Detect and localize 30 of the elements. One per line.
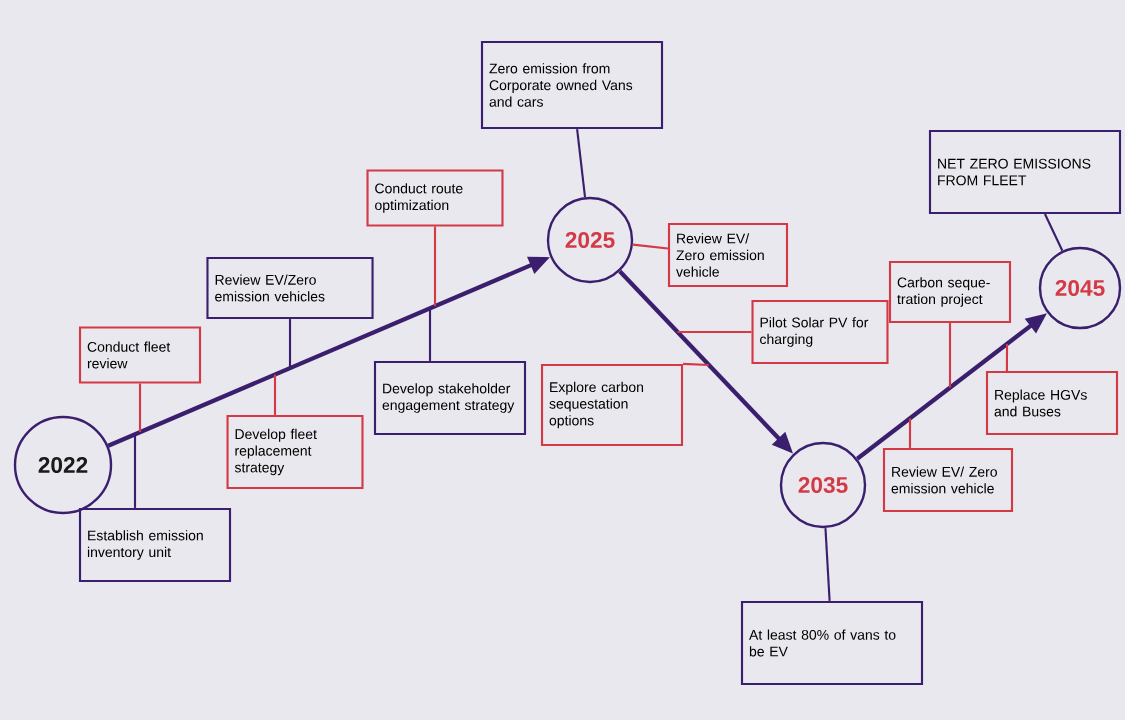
leader-line [908, 418, 912, 448]
goal-box: Zero emission from Corporate owned Vans and cars [480, 40, 664, 130]
action-box: Explore carbon sequestation options [540, 363, 684, 447]
leader-line [288, 319, 292, 369]
connector-line [576, 128, 587, 198]
action-box: Review EV/ Zero emission vehicle [882, 447, 1014, 513]
leader-line [273, 374, 277, 415]
action-box: Pilot Solar PV for charging [751, 299, 889, 365]
leader-line [948, 323, 952, 388]
leader-line [428, 308, 432, 361]
action-box: Conduct route optimization [366, 169, 504, 227]
goal-box: Develop stakeholder engagement strategy [373, 360, 527, 436]
action-box: Carbon seque- tration project [888, 260, 1012, 324]
leader-line [133, 434, 137, 508]
goal-box: At least 80% of vans to be EV [740, 600, 924, 686]
action-box: Replace HGVs and Buses [985, 370, 1119, 436]
connector-line [1044, 213, 1064, 252]
leader-line [683, 362, 709, 367]
leader-line [677, 330, 752, 334]
action-box: Develop fleet replacement strategy [226, 414, 364, 490]
goal-box: NET ZERO EMISSIONS FROM FLEET [928, 129, 1122, 215]
goal-box: Review EV/Zero emission vehicles [206, 256, 374, 320]
leader-line [1005, 344, 1009, 371]
goal-box: Establish emission inventory unit [78, 507, 232, 583]
connector-line [824, 528, 831, 601]
leader-line [433, 226, 437, 307]
leader-line [138, 383, 142, 433]
connector-line [632, 243, 669, 250]
action-box: Review EV/ Zero emission vehicle [667, 222, 789, 288]
action-box: Conduct fleet review [78, 326, 202, 384]
